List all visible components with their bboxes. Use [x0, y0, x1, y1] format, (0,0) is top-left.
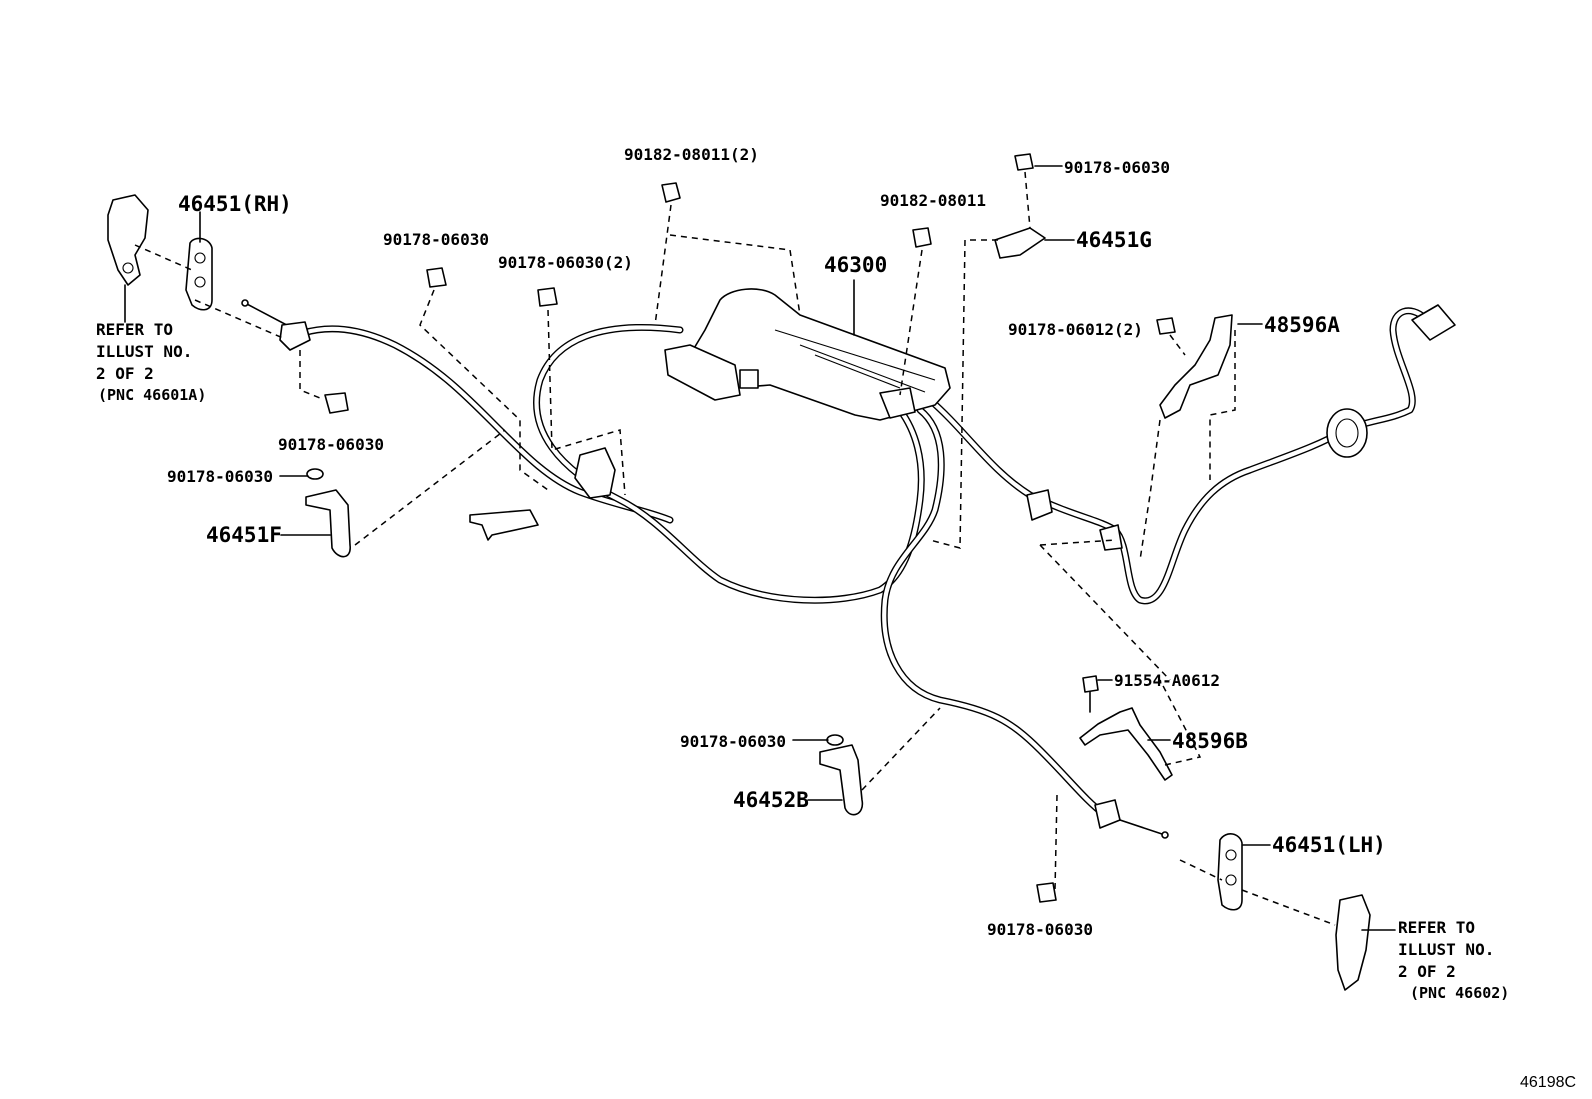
label-46451-lh: 46451(LH): [1272, 833, 1386, 857]
note-rh-line4: (PNC 46601A): [98, 386, 206, 404]
label-46452b: 46452B: [733, 788, 809, 812]
leader-lines: [124, 165, 1396, 931]
label-46451f: 46451F: [206, 523, 282, 547]
dashed-leaders: [134, 171, 1336, 926]
note-lh: REFER TO ILLUST NO. 2 OF 2 (PNC 46602): [1398, 918, 1509, 1002]
part-labels: 46451(RH) 90182-08011(2) 90178-06030 901…: [167, 145, 1386, 939]
label-90178-06030-top: 90178-06030: [1064, 158, 1170, 177]
note-rh-line2: ILLUST NO.: [96, 342, 192, 361]
parts: [107, 153, 1456, 991]
label-90178-06012-2: 90178-06012(2): [1008, 320, 1143, 339]
cables: [241, 299, 1429, 839]
label-91554-a0612: 91554-A0612: [1114, 671, 1220, 690]
note-rh: REFER TO ILLUST NO. 2 OF 2 (PNC 46601A): [96, 320, 206, 404]
figure-code: 46198C: [1520, 1074, 1576, 1091]
label-46451g: 46451G: [1076, 228, 1152, 252]
label-46451-rh: 46451(RH): [178, 192, 292, 216]
label-90178-06030-b: 90178-06030: [278, 435, 384, 454]
note-lh-line3: 2 OF 2: [1398, 962, 1456, 981]
note-rh-line3: 2 OF 2: [96, 364, 154, 383]
label-90178-06030-c: 90178-06030: [167, 467, 273, 486]
label-48596a: 48596A: [1264, 313, 1340, 337]
label-90182-08011: 90182-08011: [880, 191, 986, 210]
label-90178-06030-e: 90178-06030: [987, 920, 1093, 939]
note-lh-line4: (PNC 46602): [1410, 984, 1509, 1002]
label-48596b: 48596B: [1172, 729, 1248, 753]
note-lh-line2: ILLUST NO.: [1398, 940, 1494, 959]
note-rh-line1: REFER TO: [96, 320, 173, 339]
label-46300: 46300: [824, 253, 887, 277]
note-lh-line1: REFER TO: [1398, 918, 1475, 937]
label-90182-08011-2: 90182-08011(2): [624, 145, 759, 164]
label-90178-06030-d: 90178-06030: [680, 732, 786, 751]
label-90178-06030-a: 90178-06030: [383, 230, 489, 249]
actuator-46300: [664, 288, 951, 421]
label-90178-06030-2: 90178-06030(2): [498, 253, 633, 272]
